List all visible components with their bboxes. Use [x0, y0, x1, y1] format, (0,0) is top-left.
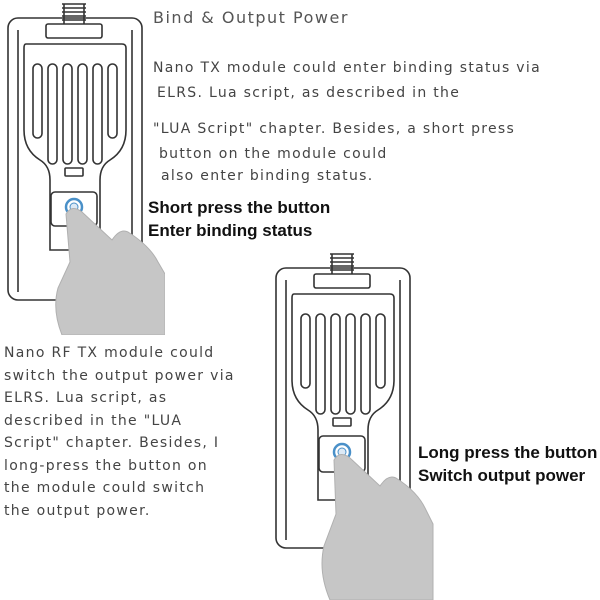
heatsink-fin: [300, 313, 311, 389]
antenna-base: [313, 273, 371, 289]
paragraph-line: Script" chapter. Besides, I: [4, 435, 220, 451]
paragraph-line: the module could switch: [4, 480, 206, 496]
binding-paragraph: Nano TX module could enter binding statu…: [153, 60, 541, 184]
heatsink-fin: [375, 313, 386, 389]
antenna-connector: [62, 3, 86, 24]
callout-line: Long press the button: [418, 443, 598, 462]
heatsink-fin: [32, 63, 43, 139]
callout-line: Enter binding status: [148, 221, 313, 240]
antenna-base: [45, 23, 103, 39]
heatsink-fin: [107, 63, 118, 139]
heatsink-fin: [330, 313, 341, 415]
heatsink-fin: [47, 63, 58, 165]
paragraph-line: button on the module could: [159, 146, 388, 162]
paragraph-line: "LUA Script" chapter. Besides, a short p…: [153, 121, 516, 137]
paragraph-line: Nano TX module could enter binding statu…: [153, 60, 541, 76]
short-press-callout: Short press the button Enter binding sta…: [148, 196, 330, 242]
long-press-callout: Long press the button Switch output powe…: [418, 441, 597, 487]
heatsink-fin: [360, 313, 371, 415]
paragraph-line: ELRS. Lua script, as described in the: [157, 85, 461, 101]
callout-line: Switch output power: [418, 466, 586, 485]
paragraph-line: described in the "LUA: [4, 412, 183, 429]
tx-module-illustration-long-press: [275, 253, 434, 600]
paragraph-line: switch the output power via: [4, 367, 235, 384]
paragraph-line: long-press the button on: [4, 457, 208, 474]
antenna-connector: [330, 253, 354, 274]
callout-line: Short press the button: [148, 198, 331, 217]
tx-module-illustration-short-press: [7, 3, 165, 335]
paragraph-line: Nano RF TX module could: [4, 345, 215, 361]
pressing-finger-icon: [321, 454, 434, 600]
paragraph-line: the output power.: [4, 502, 151, 519]
heatsink-fin: [315, 313, 326, 415]
output-power-paragraph: Nano RF TX module could switch the outpu…: [4, 342, 235, 522]
paragraph-line: also enter binding status.: [161, 168, 374, 184]
heatsink-fin: [77, 63, 88, 165]
paragraph-line: ELRS. Lua script, as: [4, 390, 168, 406]
heatsink-fin: [345, 313, 356, 415]
led-slot: [64, 167, 84, 177]
led-slot: [332, 417, 352, 427]
heatsink-fin: [62, 63, 73, 165]
section-title: Bind & Output Power: [153, 8, 349, 27]
heatsink-fin: [92, 63, 103, 165]
pressing-finger-icon: [55, 208, 165, 335]
